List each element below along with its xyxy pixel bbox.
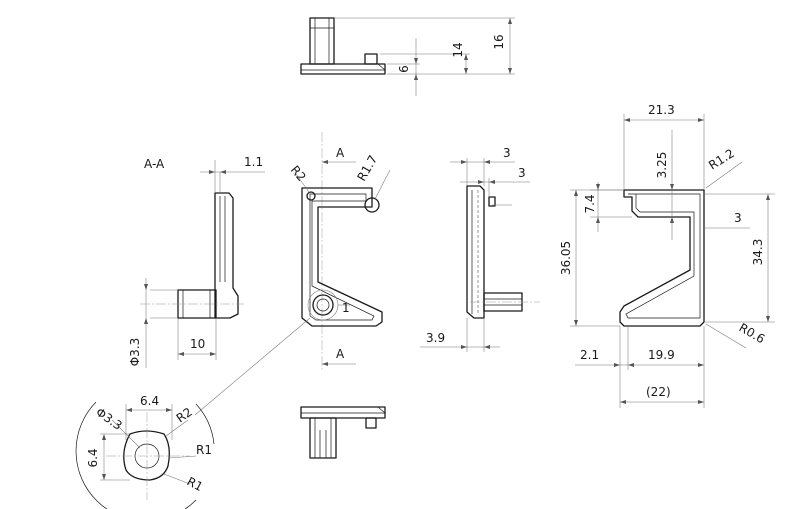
dim-3-25: 3.25 xyxy=(655,152,669,179)
detail-dim-r1-a: R1 xyxy=(196,443,212,457)
dim-21-3: 21.3 xyxy=(648,103,675,117)
dim-14: 14 xyxy=(451,42,465,57)
detail-view: 6.4 Φ3.3 R2 R1 6.4 R1 xyxy=(75,394,215,509)
dim-r1-2: R1.2 xyxy=(706,146,737,172)
detail-dim-r2: R2 xyxy=(174,405,195,426)
dim-6: 6 xyxy=(397,65,411,73)
dim-1-1: 1.1 xyxy=(244,155,263,169)
detail-ref: 1 xyxy=(342,301,350,315)
dim-dia-3-3: Φ3.3 xyxy=(128,338,142,367)
section-mark-top: A xyxy=(336,146,345,160)
detail-dim-6-4-top: 6.4 xyxy=(140,394,159,408)
section-mark-bottom: A xyxy=(336,347,345,361)
dim-10: 10 xyxy=(190,337,205,351)
dim-3-9: 3.9 xyxy=(426,331,445,345)
dim-3: 3 xyxy=(734,211,742,225)
section-title: A-A xyxy=(144,157,165,171)
dim-3-b: 3 xyxy=(518,166,526,180)
dim-2-1: 2.1 xyxy=(580,348,599,362)
dim-36-05: 36.05 xyxy=(559,241,573,275)
dim-r1-7: R1.7 xyxy=(354,153,380,184)
dim-19-9: 19.9 xyxy=(648,348,675,362)
right-view: 21.3 3.25 R1.2 7.4 3 36.05 34.3 xyxy=(559,103,775,408)
dim-r0-6: R0.6 xyxy=(737,320,768,346)
side-view: 3 3 3.9 xyxy=(420,146,540,352)
top-view: 6 14 16 xyxy=(300,17,515,96)
dim-3-a: 3 xyxy=(503,146,511,160)
section-view-a-a: A-A 1.1 Φ3.3 10 xyxy=(128,155,265,368)
dim-16: 16 xyxy=(492,34,506,49)
dim-22-ref: (22) xyxy=(646,385,671,399)
detail-dim-dia-3-3: Φ3.3 xyxy=(93,405,124,433)
bottom-view xyxy=(300,406,386,459)
dim-7-4: 7.4 xyxy=(583,194,597,213)
dim-34-3: 34.3 xyxy=(751,239,765,266)
detail-dim-r1-b: R1 xyxy=(185,474,206,494)
detail-dim-6-4-left: 6.4 xyxy=(86,448,100,467)
front-view: A A R2 R1.7 1 xyxy=(194,132,391,416)
dim-r2: R2 xyxy=(288,163,309,184)
